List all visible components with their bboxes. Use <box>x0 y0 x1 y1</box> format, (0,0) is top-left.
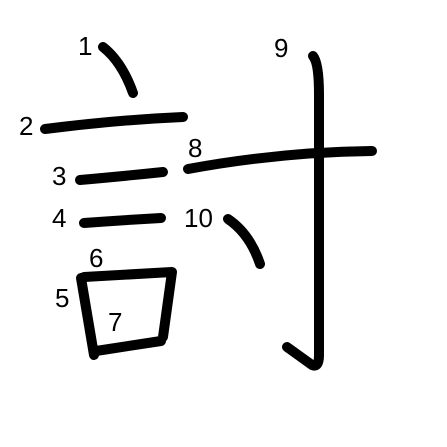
stroke-5 <box>76 273 99 360</box>
stroke-10 <box>223 214 265 269</box>
stroke-number-3: 3 <box>52 161 66 191</box>
stroke-number-6: 6 <box>89 243 103 273</box>
stroke-number-2: 2 <box>19 111 33 141</box>
stroke-number-4: 4 <box>52 203 66 233</box>
stroke-6 <box>79 267 177 342</box>
stroke-number-7: 7 <box>108 307 122 337</box>
stroke-8 <box>183 146 377 174</box>
stroke-4 <box>79 213 166 228</box>
stroke-1 <box>98 42 138 98</box>
stroke-number-1: 1 <box>78 31 92 61</box>
stroke-7 <box>91 336 166 356</box>
stroke-9 <box>282 51 324 371</box>
stroke-number-5: 5 <box>55 283 69 313</box>
stroke-number-9: 9 <box>274 33 288 63</box>
stroke-2 <box>40 112 188 134</box>
stroke-number-8: 8 <box>188 133 202 163</box>
stroke-number-10: 10 <box>184 203 213 233</box>
stroke-3 <box>75 167 168 185</box>
